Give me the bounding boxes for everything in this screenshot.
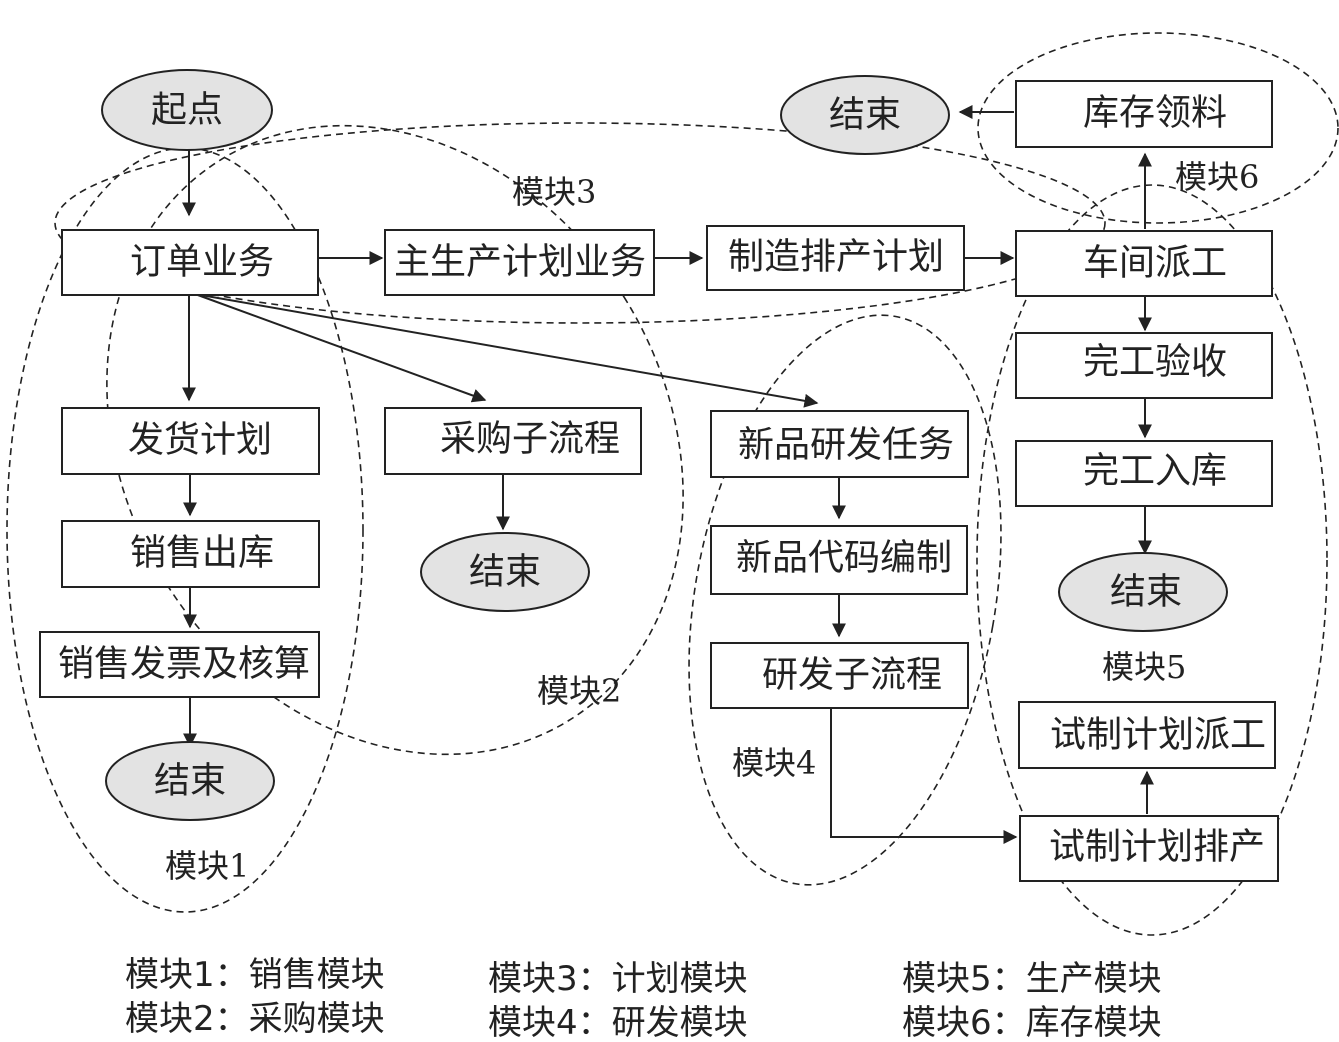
node-mps: 主生产计划业务 (384, 229, 655, 296)
node-end-stock: 结束 (780, 75, 950, 155)
node-rd-sub-label: 研发子流程 (762, 655, 942, 696)
module-5-boundary (976, 184, 1328, 936)
node-completion-check: 完工验收 (1015, 332, 1273, 399)
module-3-boundary (54, 122, 1106, 324)
legend-module-4: 模块4：研发模块 (488, 1003, 748, 1042)
node-dispatch: 车间派工 (1015, 230, 1273, 297)
node-mps-label: 主生产计划业务 (394, 242, 646, 283)
node-order-label: 订单业务 (130, 242, 274, 283)
node-code-prep: 新品代码编制 (710, 525, 968, 595)
node-rd-task: 新品研发任务 (710, 410, 969, 478)
node-end-purchase-label: 结束 (469, 552, 541, 593)
node-sales-out: 销售出库 (61, 520, 320, 588)
legend-module-5: 模块5：生产模块 (902, 959, 1162, 999)
arrow-order-rd (194, 293, 819, 408)
node-purchase: 采购子流程 (384, 407, 642, 475)
legend-module-3: 模块3：计划模块 (488, 959, 748, 999)
node-completion-check-label: 完工验收 (1083, 342, 1227, 383)
node-dispatch-label: 车间派工 (1083, 243, 1227, 284)
node-code-prep-label: 新品代码编制 (736, 538, 952, 579)
node-trial-dispatch-label: 试制计划派工 (1050, 715, 1266, 756)
node-trial-dispatch: 试制计划派工 (1018, 701, 1276, 769)
node-mfg-schedule-label: 制造排产计划 (728, 237, 944, 278)
node-sales-out-label: 销售出库 (130, 533, 274, 574)
node-sales-invoice-label: 销售发票及核算 (58, 644, 310, 685)
node-rd-task-label: 新品研发任务 (738, 425, 954, 466)
module-label-5: 模块5 (1102, 648, 1186, 686)
module-label-2: 模块2 (537, 672, 621, 710)
flow-arrows (182, 105, 1154, 844)
node-sales-invoice: 销售发票及核算 (39, 631, 320, 698)
node-start: 起点 (101, 69, 273, 151)
module-label-1: 模块1 (165, 847, 249, 885)
node-rd-sub: 研发子流程 (710, 642, 969, 709)
node-delivery-plan-label: 发货计划 (128, 420, 272, 461)
node-end-stock-label: 结束 (829, 95, 901, 136)
module-1-boundary (6, 147, 364, 913)
node-stock-pick: 库存领料 (1015, 80, 1273, 148)
module-label-6: 模块6 (1175, 158, 1259, 196)
legend: 模块1：销售模块 模块2：采购模块 模块3：计划模块 模块4：研发模块 模块5：… (125, 955, 1162, 1042)
node-completion-store-label: 完工入库 (1083, 451, 1227, 492)
node-trial-schedule-label: 试制计划排产 (1049, 827, 1265, 868)
node-purchase-label: 采购子流程 (440, 419, 620, 460)
node-end-prod: 结束 (1058, 552, 1228, 632)
node-end-sales: 结束 (105, 741, 275, 821)
node-end-sales-label: 结束 (154, 761, 226, 802)
node-delivery-plan: 发货计划 (61, 407, 320, 475)
node-start-label: 起点 (151, 90, 223, 131)
node-stock-pick-label: 库存领料 (1083, 93, 1227, 134)
legend-module-2: 模块2：采购模块 (125, 999, 385, 1039)
arrow-rdsub-trialschedule (830, 708, 1018, 844)
node-trial-schedule: 试制计划排产 (1019, 815, 1279, 882)
module-2-boundary (106, 124, 684, 756)
node-completion-store: 完工入库 (1015, 440, 1273, 507)
legend-module-1: 模块1：销售模块 (125, 955, 385, 995)
module-6-boundary (977, 32, 1339, 224)
module-label-3: 模块3 (512, 173, 596, 211)
node-mfg-schedule: 制造排产计划 (706, 225, 965, 291)
module-4-boundary (688, 314, 1002, 886)
legend-module-6: 模块6：库存模块 (902, 1003, 1162, 1042)
arrow-order-purchase (194, 293, 487, 403)
module-label-4: 模块4 (732, 744, 816, 782)
node-end-purchase: 结束 (420, 532, 590, 612)
node-end-prod-label: 结束 (1110, 572, 1182, 613)
node-order: 订单业务 (61, 229, 319, 296)
